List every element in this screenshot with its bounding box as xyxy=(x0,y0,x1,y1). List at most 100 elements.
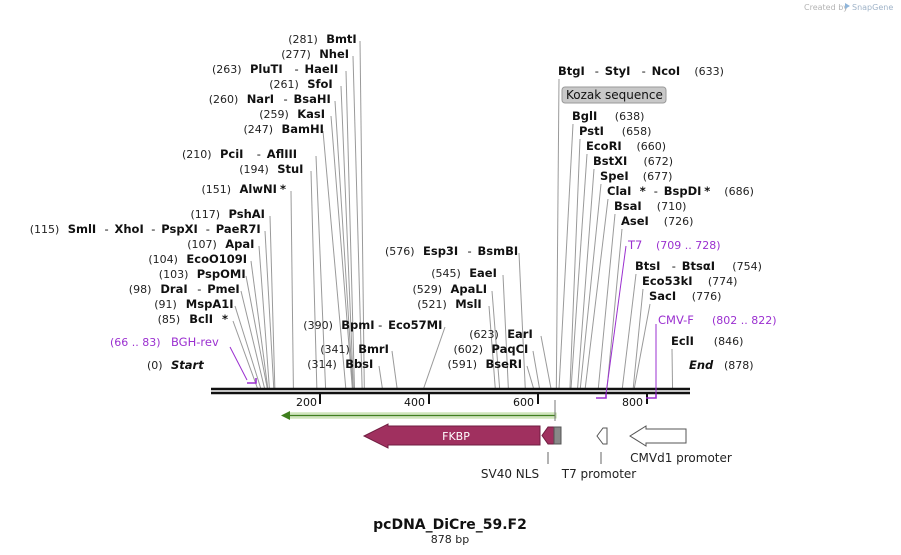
enzyme-name-apali: ApaLI xyxy=(451,282,488,296)
enzyme-name-nari: NarI xyxy=(247,92,274,106)
enzyme-name-alwni: AlwNI xyxy=(240,182,277,196)
enzyme-sfoi-cut-line xyxy=(340,85,354,389)
enzyme-name-paer7i: PaeR7I xyxy=(216,222,261,236)
enzyme-pluti-separator: - xyxy=(295,62,299,76)
enzyme-asei-cut-line xyxy=(606,228,623,389)
enzyme-bpmi-cut-line xyxy=(423,326,446,389)
orf-arrow[interactable] xyxy=(281,400,557,421)
enzyme-bcli-star: * xyxy=(222,312,228,326)
enzyme-name-bsahi: BsaHI xyxy=(294,92,331,106)
primer-cmv-f-range: (802 .. 822) xyxy=(712,314,777,327)
enzyme-eari-cut-line xyxy=(540,335,552,389)
enzyme-alwni-cut-line xyxy=(290,190,294,389)
enzyme-smli-separator: - xyxy=(105,222,109,236)
enzyme-nari-cut-line xyxy=(334,100,354,389)
primer-bgh-rev-range: (66 .. 83) xyxy=(110,336,161,349)
enzyme-pspomi-position: (103) xyxy=(159,268,189,281)
enzyme-name-nhei: NheI xyxy=(319,47,349,61)
enzyme-name-styi: StyI xyxy=(605,64,631,78)
enzyme-bseri-cut-line xyxy=(526,365,534,389)
enzyme-kasi-position: (259) xyxy=(259,108,289,121)
enzyme-name-clai: ClaI xyxy=(607,184,631,198)
enzyme-stui-position: (194) xyxy=(239,163,269,176)
cmvd1-promoter-feature[interactable] xyxy=(629,425,687,447)
cmvd1-promoter-label: CMVd1 promoter xyxy=(630,451,732,465)
enzyme-paqci-cut-line xyxy=(532,350,540,389)
enzyme-bgli-position: (638) xyxy=(615,110,645,123)
enzyme-name-eaei: EaeI xyxy=(469,266,497,280)
enzyme-bgli-cut-line xyxy=(558,123,574,389)
enzyme-name-bmti: BmtI xyxy=(326,32,357,46)
enzyme-name-bmri: BmrI xyxy=(358,342,389,356)
enzyme-btsi-cut-line xyxy=(621,273,637,389)
enzyme-drai-separator: - xyxy=(197,282,201,296)
enzyme-bstxi-position: (672) xyxy=(644,155,674,168)
enzyme-name-btsi: BtsI xyxy=(635,259,660,273)
enzyme-clai-star: * xyxy=(704,184,710,198)
end-label: End xyxy=(689,358,714,372)
enzyme-sfoi-position: (261) xyxy=(269,78,299,91)
enzyme-bmti-cut-line xyxy=(359,40,365,389)
enzyme-bpmi-separator: - xyxy=(378,318,382,332)
enzyme-alwni-position: (151) xyxy=(202,183,232,196)
enzyme-name-bcli: BclI xyxy=(189,312,213,326)
kozak-sequence-label: Kozak sequence xyxy=(566,88,663,102)
enzyme-kasi-cut-line xyxy=(330,115,353,389)
enzyme-bamhi-cut-line xyxy=(322,130,347,389)
enzyme-nari-separator: - xyxy=(284,92,288,106)
enzyme-name-asei: AseI xyxy=(621,214,649,228)
enzyme-name-afliii: AflIII xyxy=(267,147,297,161)
scale-label-600: 600 xyxy=(513,396,534,409)
enzyme-ecori-cut-line xyxy=(570,153,588,389)
scale-label-200: 200 xyxy=(296,396,317,409)
kozak-sequence-flag[interactable]: Kozak sequence xyxy=(561,86,667,104)
enzyme-smli-cut-line xyxy=(264,230,275,389)
enzyme-saci-position: (776) xyxy=(692,290,722,303)
enzyme-name-bpmi: BpmI xyxy=(341,318,374,332)
fkbp-feature[interactable]: FKBP xyxy=(362,423,541,449)
enzyme-eaei-position: (545) xyxy=(431,267,461,280)
enzyme-pspomi-cut-line xyxy=(245,275,268,389)
primer-bgh-rev-name: BGH-rev xyxy=(171,335,219,349)
sv40-nls-feature[interactable] xyxy=(541,426,562,464)
enzyme-mspa1i-cut-line xyxy=(234,305,262,389)
enzyme-name-haeii: HaeII xyxy=(305,62,339,76)
enzyme-name-pcii: PciI xyxy=(220,147,243,161)
enzyme-ecoo109i-position: (104) xyxy=(148,253,178,266)
enzyme-ecori-position: (660) xyxy=(637,140,667,153)
primer-cmv-f[interactable] xyxy=(646,324,657,399)
enzyme-name-psti: PstI xyxy=(579,124,604,138)
t7-promoter-feature[interactable] xyxy=(596,427,608,464)
enzyme-msli-cut-line xyxy=(488,305,496,389)
enzyme-name-stui: StuI xyxy=(277,162,303,176)
t7-promoter-label: T7 promoter xyxy=(561,467,637,481)
enzyme-name-bsai: BsaI xyxy=(614,199,642,213)
enzyme-clai-position: (686) xyxy=(724,185,754,198)
enzyme-btgi-cut-line xyxy=(555,78,560,389)
enzyme-bcli-position: (85) xyxy=(158,313,181,326)
enzyme-apai-position: (107) xyxy=(187,238,217,251)
enzyme-ecli-cut-line xyxy=(671,348,674,389)
primer-t7[interactable] xyxy=(596,245,627,399)
fkbp-label: FKBP xyxy=(442,430,470,443)
enzyme-bmti-position: (281) xyxy=(288,33,318,46)
enzyme-btgi-position: (633) xyxy=(694,65,724,78)
enzyme-esp3i-cut-line xyxy=(518,252,526,389)
enzyme-nhei-position: (277) xyxy=(281,48,311,61)
primer-t7-range: (709 .. 728) xyxy=(656,239,721,252)
enzyme-eco53ki-cut-line xyxy=(632,288,644,389)
enzyme-bamhi-position: (247) xyxy=(244,123,274,136)
enzyme-bsai-cut-line xyxy=(597,213,616,389)
primer-bgh-rev[interactable] xyxy=(229,346,257,384)
enzyme-mspa1i-position: (91) xyxy=(154,298,177,311)
enzyme-btsi-position: (754) xyxy=(732,260,762,273)
enzyme-name-xhoi: XhoI xyxy=(115,222,144,236)
enzyme-bmri-cut-line xyxy=(391,350,398,389)
enzyme-bpmi-position: (390) xyxy=(303,319,333,332)
enzyme-clai-separator: - xyxy=(654,184,658,198)
start-label: Start xyxy=(171,358,204,372)
enzyme-btgi-separator: - xyxy=(642,64,646,78)
enzyme-msli-position: (521) xyxy=(417,298,447,311)
enzyme-esp3i-position: (576) xyxy=(385,245,415,258)
